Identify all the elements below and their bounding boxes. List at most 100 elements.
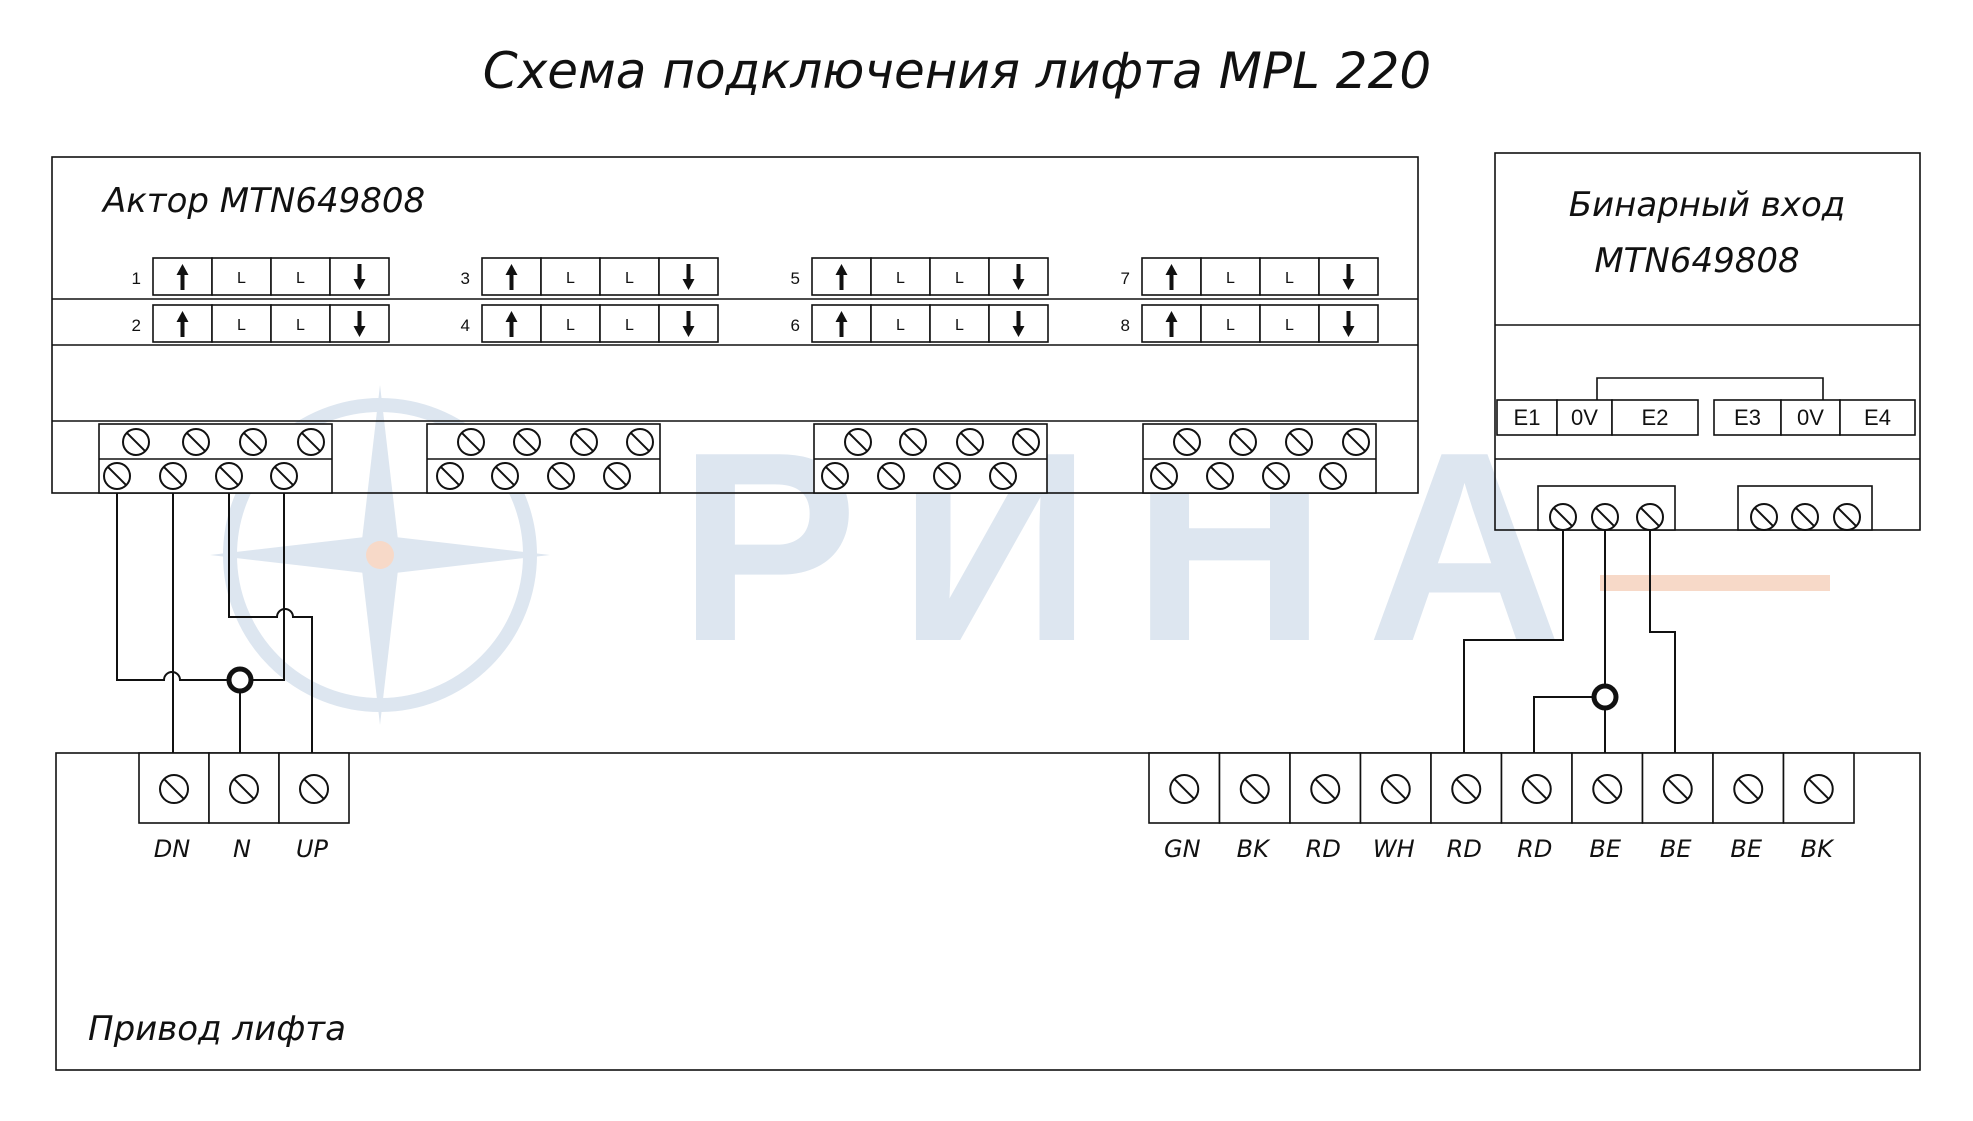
terminal-label: WH	[1373, 835, 1415, 863]
screw-terminal-icon	[122, 428, 150, 456]
arrow-down-icon	[682, 264, 695, 290]
screw-terminal-icon	[457, 428, 485, 456]
channel-cell-label: L	[625, 270, 634, 287]
binary-terminal-block-2	[1737, 485, 1873, 531]
watermark-accent	[1600, 575, 1830, 591]
actuator-terminal-block-2	[426, 423, 661, 494]
binary-input-e4: E4	[1839, 399, 1916, 436]
binary-input-label: E3	[1734, 405, 1761, 430]
watermark: РИНА	[210, 385, 1830, 725]
junction-right	[1591, 683, 1619, 711]
terminal-label: BE	[1660, 835, 1692, 863]
actuator-terminal-block-4	[1142, 423, 1377, 494]
terminal-label: N	[233, 835, 251, 863]
diagram-title: Схема подключения лифта MPL 220	[483, 42, 1431, 100]
screw-terminal-icon	[933, 462, 961, 490]
binary-input-label-line2: MTN649808	[1594, 241, 1799, 281]
channel-cell-label: L	[896, 317, 905, 334]
channel-number: 7	[1121, 269, 1130, 288]
drive-left-terminal-1: DN	[138, 752, 210, 863]
channel-number: 4	[461, 316, 470, 335]
channel-cell-label: L	[1226, 317, 1235, 334]
terminal-label: BE	[1730, 835, 1762, 863]
screw-terminal-icon	[989, 462, 1017, 490]
screw-terminal-icon	[1521, 774, 1552, 804]
wire-e2	[1649, 530, 1676, 753]
channel-cell-label: L	[566, 270, 575, 287]
terminal-label: GN	[1164, 835, 1201, 863]
drive-right-terminal-2: BK	[1218, 752, 1291, 863]
drive-right-terminal-4: WH	[1359, 752, 1432, 863]
binary-input-e3: E3	[1713, 399, 1782, 436]
wire-e1	[1463, 530, 1564, 753]
screw-terminal-icon	[1636, 503, 1664, 531]
terminal-label: DN	[154, 835, 190, 863]
screw-terminal-icon	[436, 462, 464, 490]
screw-terminal-icon	[513, 428, 541, 456]
drive-right-terminal-7: BE	[1571, 752, 1644, 863]
channel-cell-label: L	[625, 317, 634, 334]
drive-left-terminal-3: UP	[278, 752, 350, 863]
arrow-up-icon	[1165, 264, 1178, 290]
arrow-up-icon	[176, 264, 189, 290]
channel-4: 4 L L	[461, 304, 719, 343]
screw-terminal-icon	[1791, 503, 1819, 531]
screw-terminal-icon	[1833, 503, 1861, 531]
screw-terminal-icon	[956, 428, 984, 456]
terminal-label: BE	[1589, 835, 1621, 863]
drive-right-terminal-3: RD	[1289, 752, 1362, 863]
arrow-down-icon	[682, 311, 695, 337]
screw-terminal-icon	[547, 462, 575, 490]
channel-cell-label: L	[955, 317, 964, 334]
drive-right-terminal-8: BE	[1641, 752, 1714, 863]
screw-terminal-icon	[239, 428, 267, 456]
drive-right-terminal-10: BK	[1782, 752, 1855, 863]
channel-number: 2	[132, 316, 141, 335]
screw-terminal-icon	[1012, 428, 1040, 456]
binary-input-e2: E2	[1611, 399, 1699, 436]
arrow-up-icon	[505, 264, 518, 290]
screw-terminal-icon	[844, 428, 872, 456]
binary-input-label: 0V	[1797, 405, 1824, 430]
channel-number: 8	[1121, 316, 1130, 335]
screw-terminal-icon	[270, 462, 298, 490]
actuator-terminal-block-3	[813, 423, 1048, 494]
drive-right-terminal-6: RD	[1500, 752, 1573, 863]
actuator-label: Актор MTN649808	[101, 181, 425, 221]
compass-logo	[210, 385, 550, 725]
drive-left-terminals: DN N UP	[138, 752, 350, 863]
screw-terminal-icon	[299, 774, 329, 804]
screw-terminal-icon	[1319, 462, 1347, 490]
drive-right-terminal-1: GN	[1148, 752, 1221, 863]
arrow-down-icon	[1342, 311, 1355, 337]
channel-cell-label: L	[1285, 270, 1294, 287]
arrow-down-icon	[353, 311, 366, 337]
channel-cell-label: L	[296, 317, 305, 334]
binary-input-label: E2	[1642, 405, 1669, 430]
screw-terminal-icon	[1229, 428, 1257, 456]
screw-terminal-icon	[1173, 428, 1201, 456]
arrow-up-icon	[505, 311, 518, 337]
channel-cell-label: L	[1226, 270, 1235, 287]
actuator-terminal-block-1	[98, 423, 333, 494]
drive-label: Привод лифта	[88, 1009, 346, 1049]
channel-cell-label: L	[566, 317, 575, 334]
screw-terminal-icon	[1262, 462, 1290, 490]
screw-terminal-icon	[626, 428, 654, 456]
screw-terminal-icon	[899, 428, 927, 456]
binary-input-label: E4	[1864, 405, 1891, 430]
channel-number: 3	[461, 269, 470, 288]
binary-input-e1: E1	[1496, 399, 1558, 436]
screw-terminal-icon	[1750, 503, 1778, 531]
binary-input-0v: 0V	[1780, 399, 1841, 436]
channel-number: 1	[132, 269, 141, 288]
screw-terminal-icon	[877, 462, 905, 490]
arrow-up-icon	[835, 311, 848, 337]
terminal-label: BK	[1801, 835, 1835, 863]
screw-terminal-icon	[570, 428, 598, 456]
screw-terminal-icon	[1169, 774, 1200, 804]
screw-terminal-icon	[1662, 774, 1693, 804]
